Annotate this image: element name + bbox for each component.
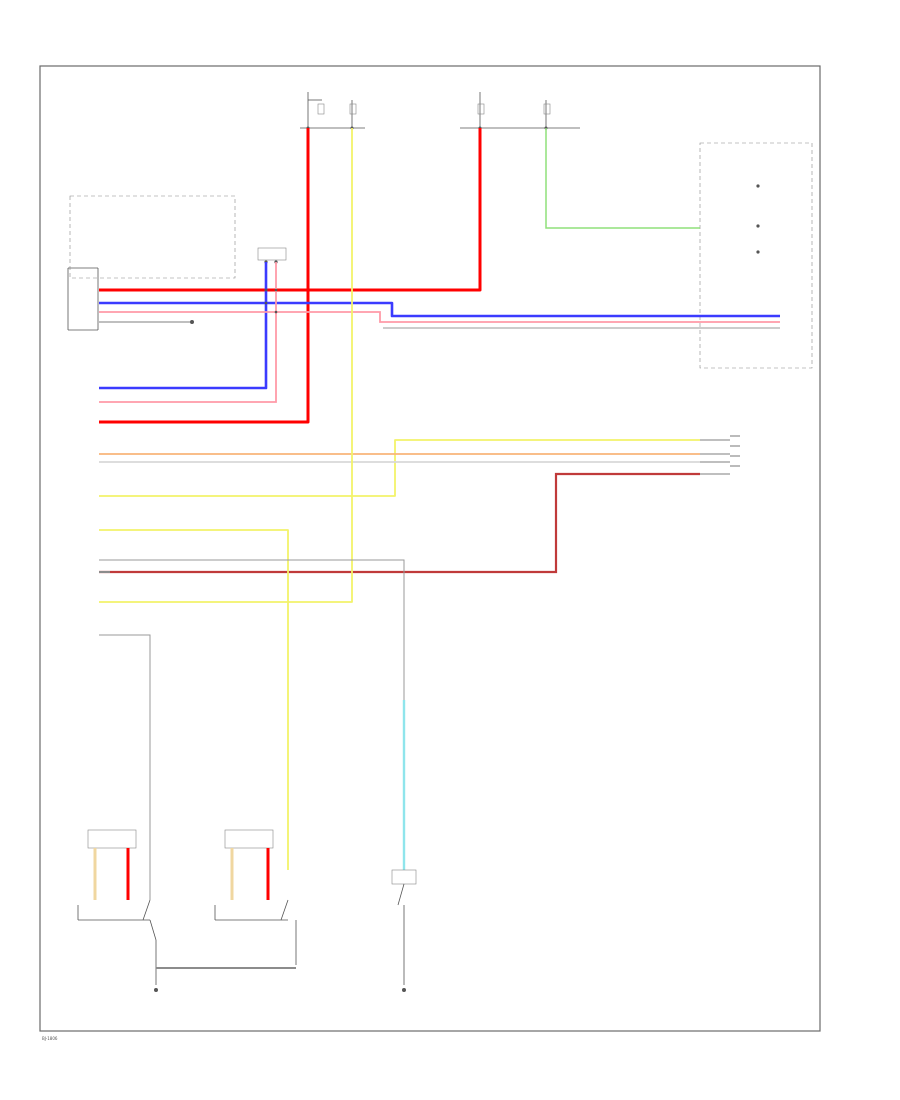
switch-center — [214, 829, 297, 965]
wire-thin-gray-left — [99, 634, 151, 900]
switch-right — [391, 869, 417, 992]
diagram-frame — [39, 65, 821, 1032]
wire-yellow-3 — [99, 529, 289, 870]
wire-red-vertical — [99, 128, 310, 424]
switch-left — [77, 829, 158, 992]
wire-pink-a — [99, 311, 780, 323]
fuse-block-left — [300, 92, 365, 130]
wire-blue-down — [99, 262, 268, 390]
right-module-box — [699, 142, 813, 369]
junction-connector — [257, 247, 287, 264]
fuse-block-right — [460, 92, 580, 130]
wire-thin-gray — [99, 559, 405, 700]
wire-yellow-2 — [99, 128, 353, 603]
control-unit-connector — [67, 195, 236, 331]
figure-code: BJ-1806 — [42, 1036, 58, 1041]
wire-blue — [99, 301, 780, 318]
wire-dark-red — [99, 472, 700, 574]
wire-pink-b — [99, 262, 277, 403]
wire-red-top — [99, 128, 482, 292]
right-connector-pins — [700, 435, 740, 475]
wire-green — [545, 128, 700, 229]
wire-yellow-1 — [99, 439, 700, 497]
